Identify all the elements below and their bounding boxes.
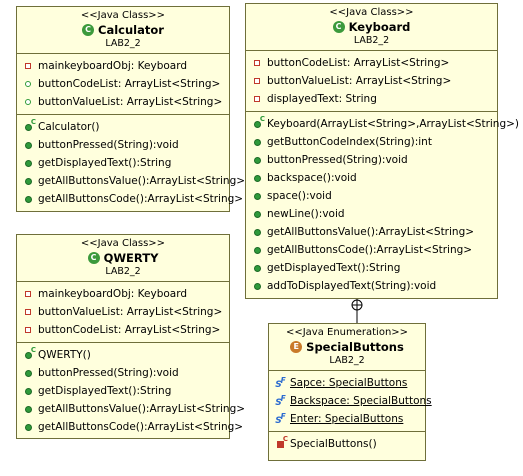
public-method-icon	[251, 280, 263, 292]
stereotype: <<Java Class>>	[80, 238, 166, 249]
public-method-icon	[22, 403, 34, 415]
class-name: SpecialButtons	[306, 340, 404, 354]
attribute-row: buttonCodeList: ArrayList<String>	[246, 54, 497, 72]
constructor-icon: C	[251, 115, 265, 130]
package-name: LAB2_2	[329, 355, 365, 366]
class-name: QWERTY	[103, 251, 159, 265]
attribute-row: buttonCodeList: ArrayList<String>	[17, 75, 229, 93]
public-method-icon	[22, 385, 34, 397]
method-row: getDisplayedText():String	[17, 382, 229, 400]
package-name: LAB2_2	[353, 35, 390, 46]
attributes-section: buttonCodeList: ArrayList<String> button…	[246, 51, 497, 111]
method-row: getDisplayedText():String	[246, 259, 497, 277]
constructor-icon: C	[22, 346, 36, 361]
private-field-icon	[22, 306, 34, 318]
public-method-icon	[251, 172, 263, 184]
package-name: LAB2_2	[105, 266, 141, 277]
method-row: getAllButtonsCode():ArrayList<String>	[17, 418, 243, 436]
java-class-icon: C	[332, 21, 345, 33]
package-name: LAB2_2	[105, 38, 141, 49]
method-row: backspace():void	[246, 169, 497, 187]
static-final-field-icon: SF	[275, 376, 286, 390]
method-row: getAllButtonsValue():ArrayList<String>	[17, 400, 245, 418]
public-method-icon	[251, 208, 263, 220]
public-method-icon	[22, 367, 34, 379]
package-field-icon	[22, 78, 34, 90]
public-method-icon	[251, 190, 263, 202]
private-constructor-icon: C	[274, 435, 288, 450]
attribute-row: displayedText: String	[246, 90, 497, 108]
method-row: getAllButtonsValue():ArrayList<String>	[246, 223, 497, 241]
class-name: Keyboard	[348, 20, 411, 34]
constructor-icon: C	[22, 118, 36, 133]
static-final-field-icon: SF	[275, 394, 286, 408]
method-row: getAllButtonsCode():ArrayList<String>	[17, 190, 243, 208]
public-method-icon	[22, 157, 34, 169]
private-field-icon	[251, 75, 263, 87]
public-method-icon	[251, 262, 263, 274]
java-enum-icon: E	[290, 341, 303, 353]
private-field-icon	[251, 57, 263, 69]
method-row: newLine():void	[246, 205, 497, 223]
attribute-row: buttonValueList: ArrayList<String>	[17, 93, 229, 111]
public-method-icon	[251, 154, 263, 166]
public-method-icon	[22, 193, 34, 205]
attribute-row: mainkeyboardObj: Keyboard	[17, 285, 229, 303]
private-field-icon	[22, 324, 34, 336]
attributes-section: mainkeyboardObj: Keyboard buttonValueLis…	[17, 282, 229, 342]
stereotype: <<Java Enumeration>>	[285, 327, 409, 338]
method-row: addToDisplayedText(String):void	[246, 277, 497, 295]
attribute-row: buttonValueList: ArrayList<String>	[246, 72, 497, 90]
stereotype: <<Java Class>>	[329, 7, 414, 18]
method-row: getAllButtonsValue():ArrayList<String>	[17, 172, 245, 190]
public-method-icon	[22, 139, 34, 151]
attribute-row: buttonCodeList: ArrayList<String>	[17, 321, 229, 339]
method-row: buttonPressed(String):void	[17, 364, 229, 382]
java-class-icon: C	[82, 24, 95, 36]
class-name: Calculator	[98, 23, 164, 37]
public-method-icon	[22, 175, 34, 187]
attributes-section: mainkeyboardObj: Keyboard buttonCodeList…	[17, 54, 229, 114]
method-row: space():void	[246, 187, 497, 205]
method-row: buttonPressed(String):void	[17, 136, 229, 154]
public-method-icon	[251, 136, 263, 148]
private-field-icon	[22, 288, 34, 300]
method-row: getDisplayedText():String	[17, 154, 229, 172]
attribute-row: buttonValueList: ArrayList<String>	[17, 303, 229, 321]
static-final-field-icon: SF	[275, 412, 286, 426]
method-row: getAllButtonsCode():ArrayList<String>	[246, 241, 497, 259]
public-method-icon	[251, 244, 263, 256]
stereotype: <<Java Class>>	[80, 10, 166, 21]
public-method-icon	[251, 226, 263, 238]
package-field-icon	[22, 96, 34, 108]
java-class-icon: C	[87, 252, 100, 264]
private-field-icon	[22, 60, 34, 72]
method-row: getButtonCodeIndex(String):int	[246, 133, 497, 151]
public-method-icon	[22, 421, 34, 433]
method-row: buttonPressed(String):void	[246, 151, 497, 169]
private-field-icon	[251, 93, 263, 105]
attribute-row: mainkeyboardObj: Keyboard	[17, 57, 229, 75]
